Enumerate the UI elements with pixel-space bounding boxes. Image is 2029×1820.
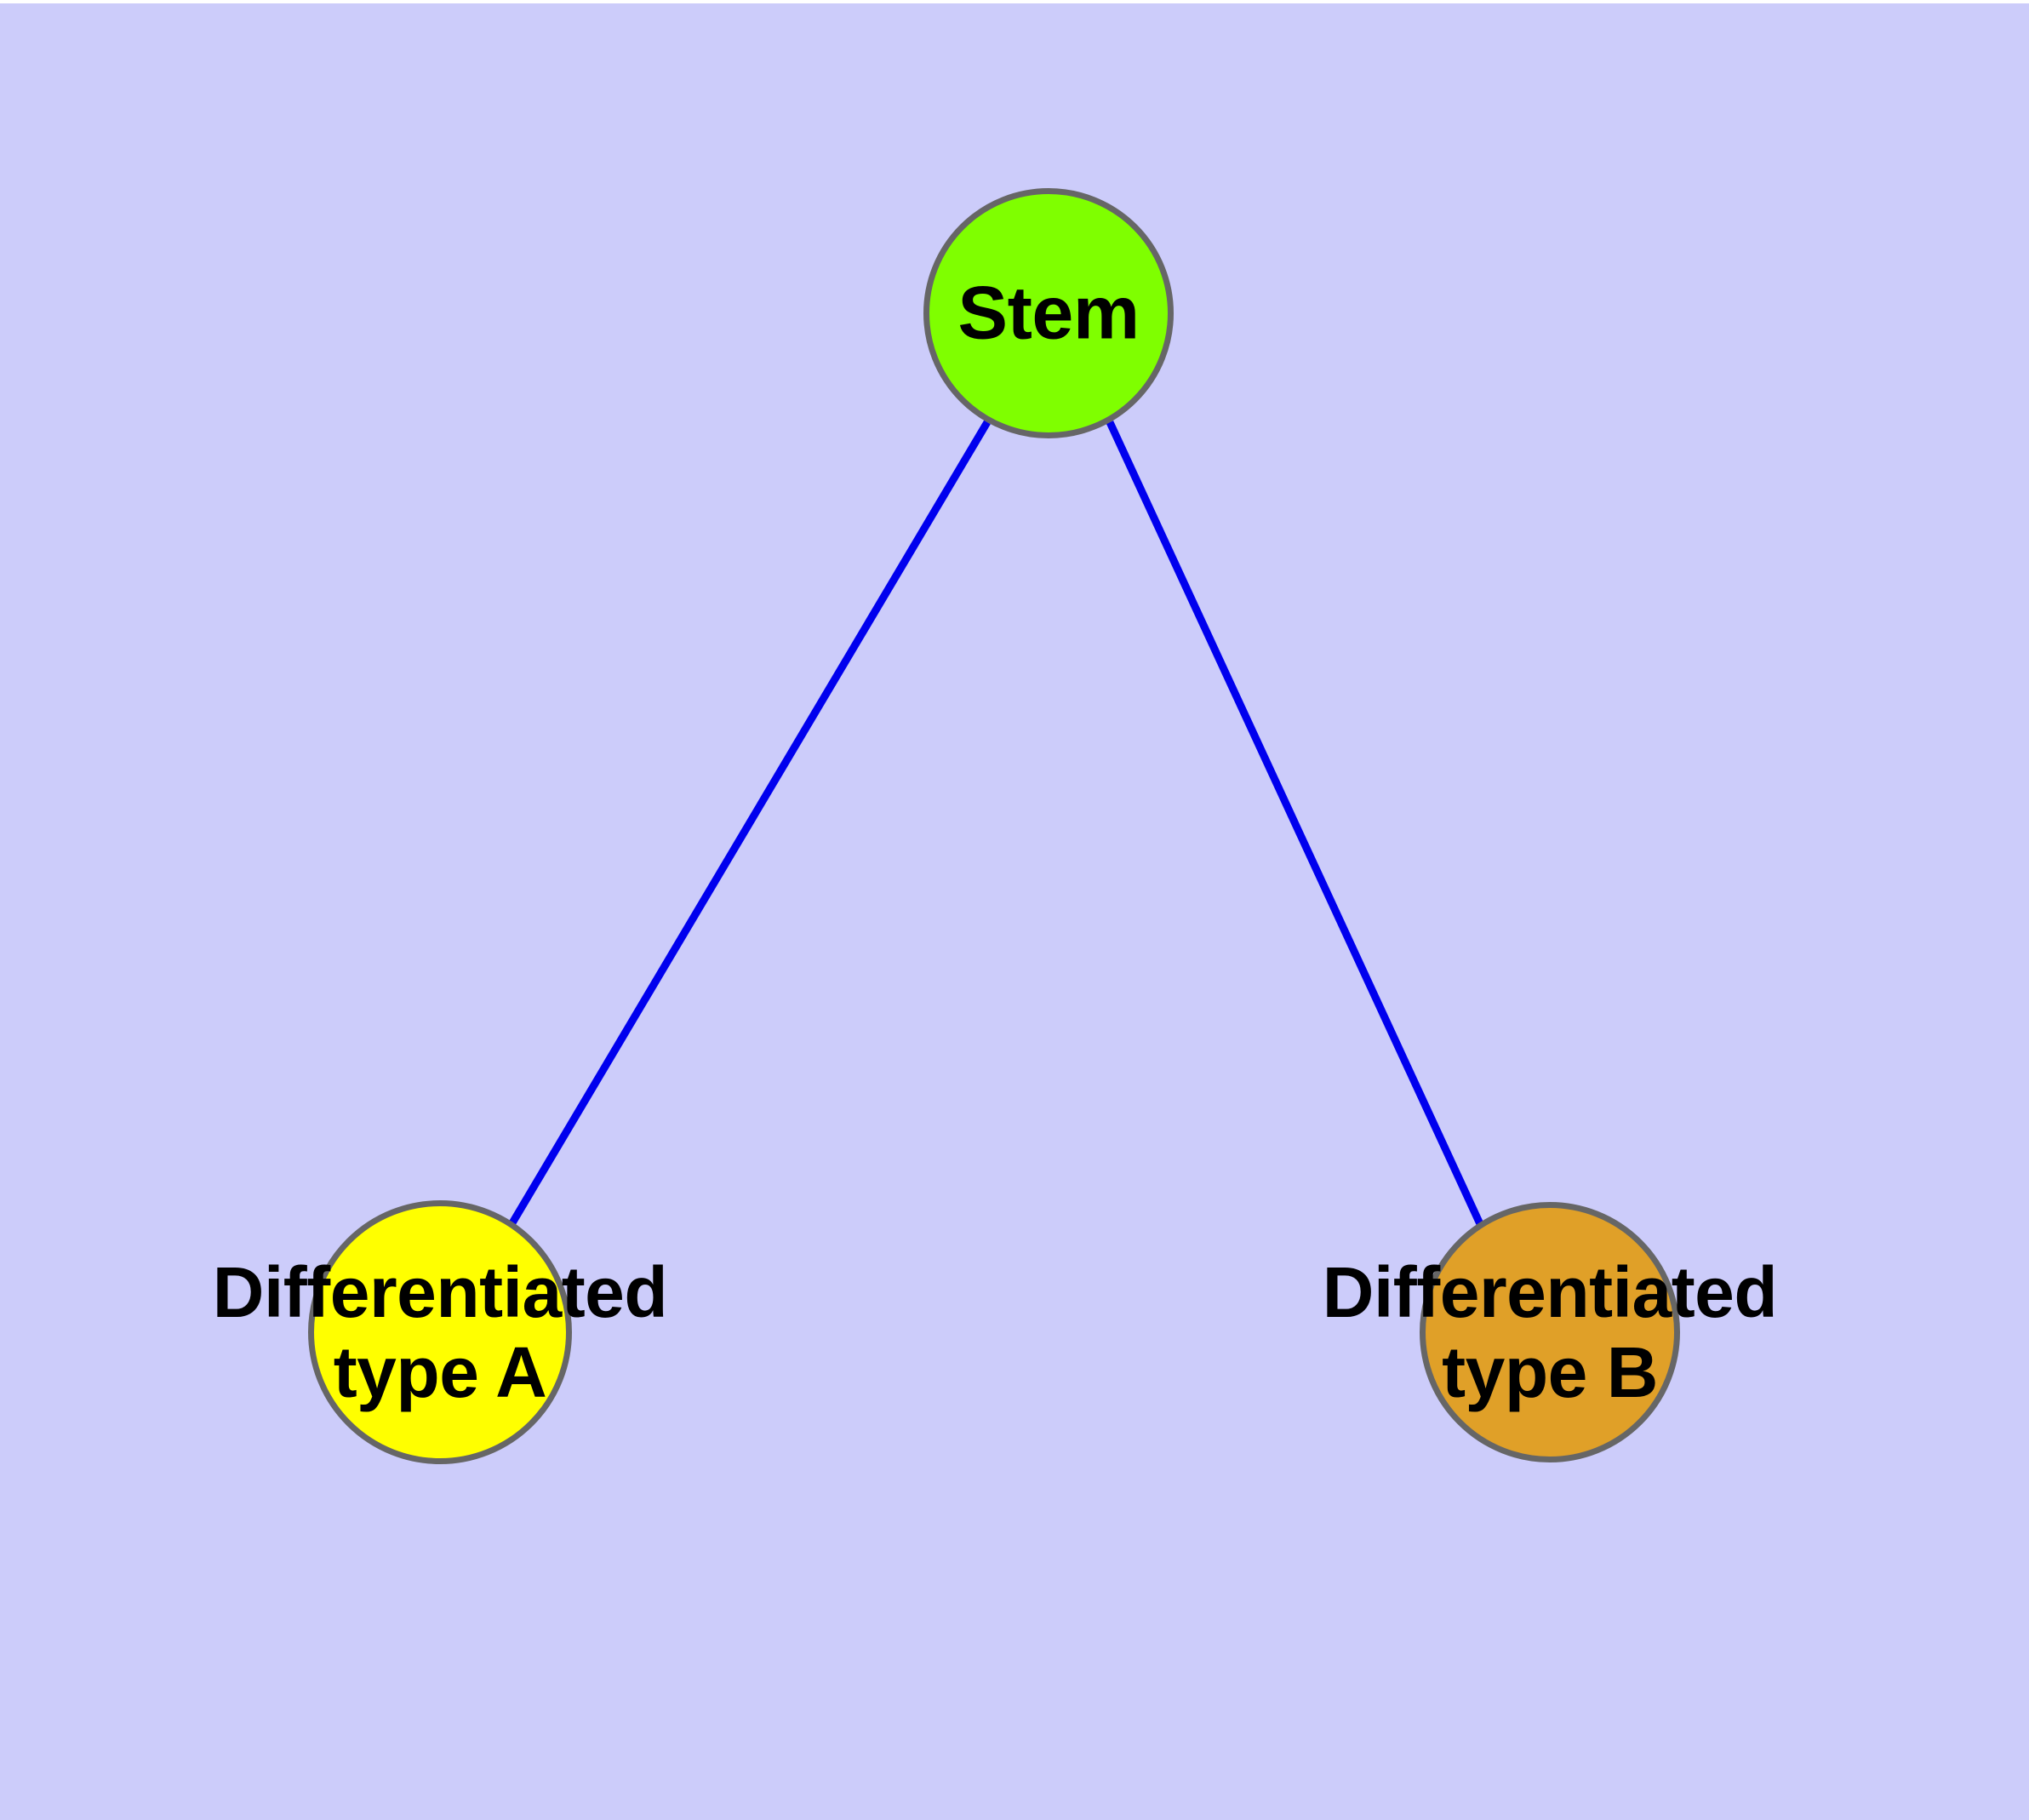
graph-svg: [308, 188, 1680, 1464]
graph-node-stem[interactable]: [923, 188, 1174, 438]
graph-edge-stem-diff_a[interactable]: [507, 420, 991, 1228]
graph-node-diff_b[interactable]: [1420, 1202, 1680, 1462]
graph-edge-stem-diff_b[interactable]: [1106, 421, 1485, 1228]
graph-node-diff_a[interactable]: [308, 1200, 572, 1464]
edges-group: [507, 420, 1485, 1228]
nodes-group: [308, 188, 1680, 1464]
